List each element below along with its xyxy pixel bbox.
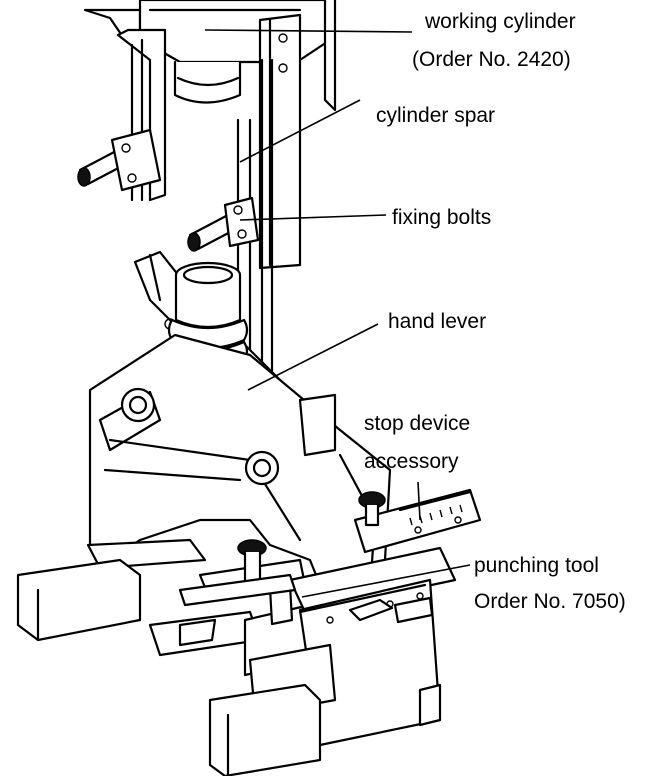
label-stop-device-2: accessory bbox=[364, 450, 459, 473]
leader-fixing-bolts bbox=[239, 214, 387, 221]
label-cylinder-spar: cylinder spar bbox=[376, 104, 495, 127]
leader-stop-device bbox=[417, 481, 421, 521]
leader-punching-tool bbox=[301, 564, 471, 598]
punching-tool bbox=[178, 539, 394, 647]
leader-hand-lever bbox=[247, 323, 379, 391]
fixing-bolt-lower bbox=[187, 196, 260, 252]
fixing-bolt-upper bbox=[77, 128, 162, 192]
leader-working-cylinder bbox=[204, 29, 413, 33]
label-fixing-bolts: fixing bolts bbox=[392, 206, 491, 229]
labels: working cylinder (Order No. 2420) cylind… bbox=[364, 10, 626, 613]
main-frame bbox=[88, 333, 392, 612]
label-punching-tool-1: punching tool bbox=[474, 554, 599, 577]
label-hand-lever: hand lever bbox=[388, 310, 486, 333]
leader-cylinder-spar bbox=[239, 99, 361, 163]
label-working-cylinder-1: working cylinder bbox=[424, 10, 576, 33]
label-working-cylinder-2: (Order No. 2420) bbox=[412, 48, 571, 71]
base-table bbox=[16, 538, 457, 778]
label-punching-tool-2: Order No. 7050) bbox=[474, 590, 626, 613]
leader-lines bbox=[204, 29, 471, 598]
label-stop-device-1: stop device bbox=[364, 412, 470, 435]
